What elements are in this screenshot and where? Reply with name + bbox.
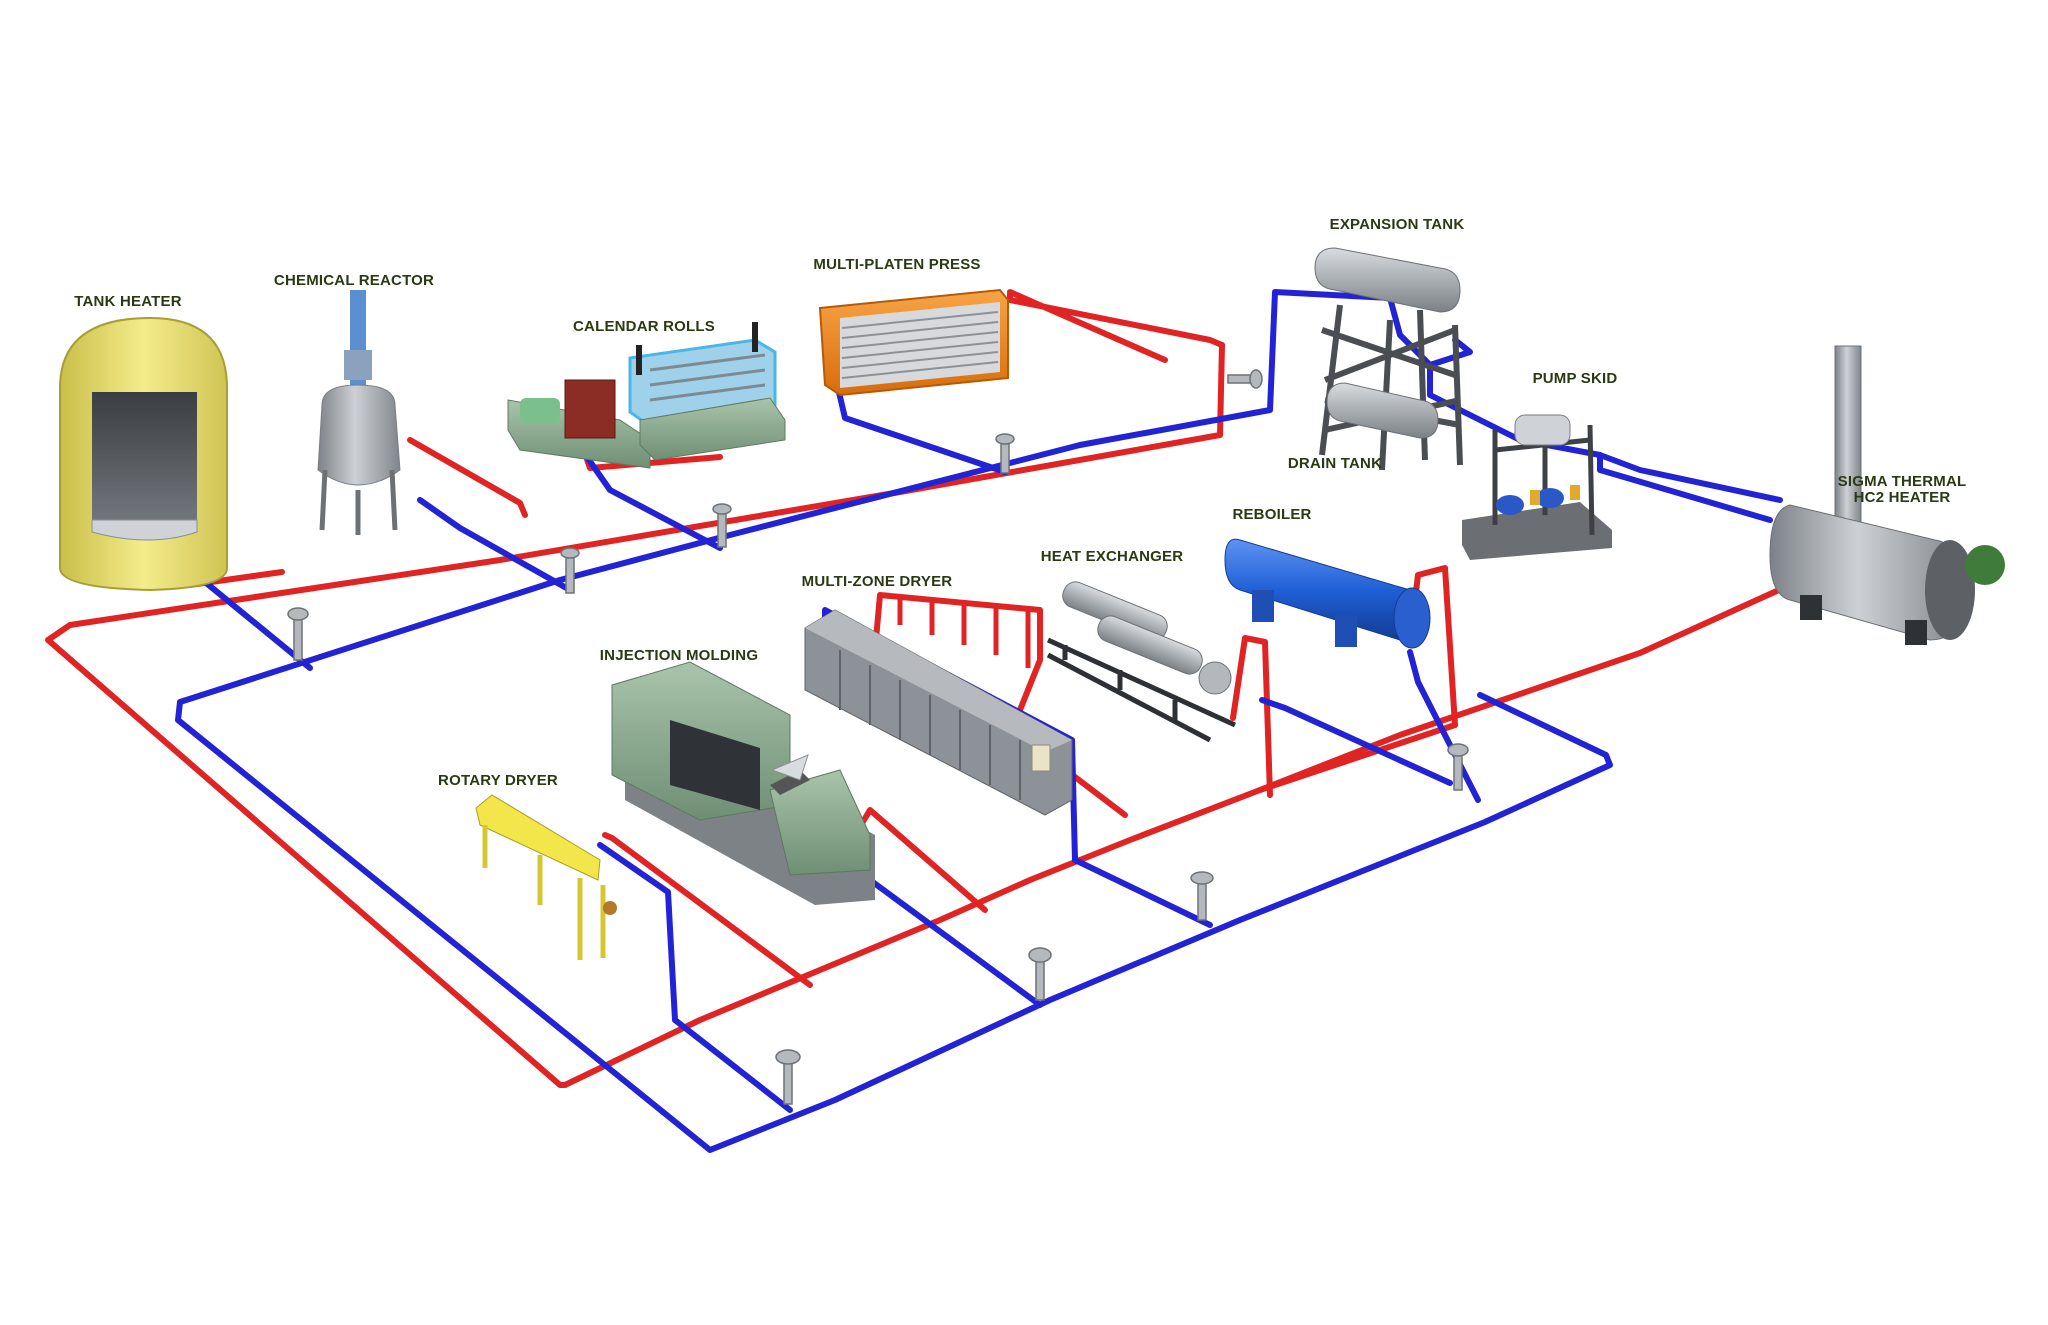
label-pump-skid: PUMP SKID: [1532, 370, 1618, 387]
label-hc2-heater-line1: SIGMA THERMAL: [1837, 473, 1967, 490]
heat-exchanger-equipment: [1046, 581, 1237, 743]
supply-hx-branch: [1230, 635, 1273, 798]
control-valves: [287, 369, 1469, 1105]
hc2-heater-equipment: [1769, 345, 2005, 645]
supply-reboiler-branch: [1257, 565, 1458, 793]
return-pumpskid-link: [1597, 452, 1773, 523]
return-tankheater-branch: [202, 579, 313, 671]
return-hx-branch: [1259, 697, 1453, 786]
expansion-drain-tanks-equipment: [1314, 247, 1463, 471]
control-valve-icon[interactable]: [1227, 369, 1263, 389]
supply-pipes: [45, 289, 1903, 1088]
return-reactor-branch: [417, 497, 573, 593]
return-rotary-branch: [597, 842, 793, 1113]
control-valve-icon[interactable]: [1028, 947, 1052, 1001]
label-chemical-reactor: CHEMICAL REACTOR: [273, 272, 435, 289]
label-calendar-rolls: CALENDAR ROLLS: [573, 318, 715, 335]
supply-rotary-branch: [602, 832, 813, 988]
label-tank-heater: TANK HEATER: [74, 293, 182, 310]
label-hc2-heater-line2: HC2 HEATER: [1853, 489, 1951, 506]
control-valve-icon[interactable]: [995, 433, 1015, 474]
supply-reactor-branch: [407, 437, 528, 518]
control-valve-icon[interactable]: [1447, 743, 1469, 791]
supply-press-branch: [1007, 289, 1225, 363]
control-valve-icon[interactable]: [287, 607, 309, 661]
label-heat-exchanger: HEAT EXCHANGER: [1040, 548, 1184, 565]
reboiler-equipment: [1224, 538, 1431, 649]
label-drain-tank: DRAIN TANK: [1287, 455, 1383, 472]
pump-skid-equipment: [1462, 414, 1612, 560]
multi-platen-press-equipment: [818, 288, 1009, 397]
control-valve-icon[interactable]: [560, 547, 580, 594]
control-valve-icon[interactable]: [775, 1049, 801, 1105]
control-valve-icon[interactable]: [1190, 871, 1214, 921]
label-rotary-dryer: ROTARY DRYER: [438, 772, 558, 789]
label-reboiler: REBOILER: [1232, 506, 1312, 523]
rotary-dryer-equipment: [475, 794, 617, 960]
label-expansion-tank: EXPANSION TANK: [1329, 216, 1465, 233]
supply-dryer-drops: [897, 597, 1031, 668]
return-expansion-link: [1427, 337, 1473, 368]
label-injection-molding: INJECTION MOLDING: [599, 647, 759, 664]
return-molding-branch: [867, 877, 1043, 1008]
return-press-branch: [835, 385, 1008, 475]
label-multi-zone-dryer: MULTI-ZONE DRYER: [801, 573, 953, 590]
injection-molding-equipment: [611, 661, 875, 905]
return-calendar-branch: [579, 447, 723, 551]
tank-heater-equipment: [59, 316, 228, 592]
multi-zone-dryer-equipment: [804, 609, 1073, 816]
chemical-reactor-equipment: [317, 290, 401, 535]
label-multi-platen-press: MULTI-PLATEN PRESS: [813, 256, 981, 273]
calendar-rolls-equipment: [507, 322, 786, 469]
control-valve-icon[interactable]: [712, 503, 732, 548]
